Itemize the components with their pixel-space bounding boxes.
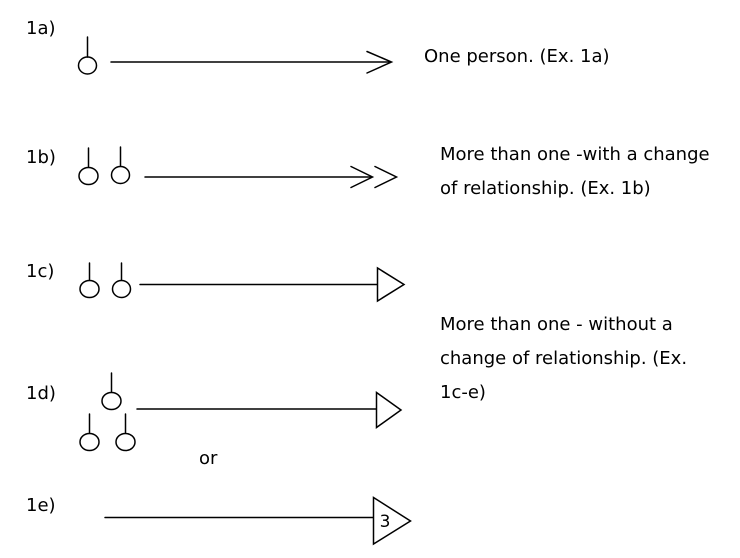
caption-line: change of relationship. (Ex. xyxy=(440,348,688,369)
person-head-icon xyxy=(101,391,122,411)
person-head-icon xyxy=(115,432,136,452)
triangle-count-number: 3 xyxy=(380,512,391,532)
person-head-icon xyxy=(110,165,131,185)
caption-1c-e: More than one - without a change of rela… xyxy=(440,308,687,410)
open-triangle-arrowhead-icon xyxy=(372,496,412,546)
caption-line: One person. (Ex. 1a) xyxy=(424,46,610,67)
open-triangle-arrowhead-icon xyxy=(376,266,406,303)
person-head-icon xyxy=(111,279,132,299)
row-1b-symbol xyxy=(78,146,399,189)
person-head-icon xyxy=(78,166,99,186)
row-1e-label: 1e) xyxy=(26,495,56,516)
row-1e-symbol: 3 xyxy=(104,496,412,546)
row-1a-label: 1a) xyxy=(26,18,56,39)
caption-line: More than one - without a xyxy=(440,314,673,335)
person-head-icon xyxy=(79,432,100,452)
chevron-arrowhead-icon xyxy=(350,165,375,189)
row-1c-symbol xyxy=(79,262,406,303)
row-1d-label: 1d) xyxy=(26,383,56,404)
row-1c-label: 1c) xyxy=(26,261,55,282)
row-1b-label: 1b) xyxy=(26,147,56,168)
caption-line: More than one -with a change xyxy=(440,144,710,165)
caption-line: 1c-e) xyxy=(440,382,486,403)
row-1d-symbol xyxy=(79,372,403,452)
or-connector-label: or xyxy=(199,448,218,469)
open-triangle-arrowhead-icon xyxy=(375,391,403,429)
person-head-icon xyxy=(77,56,98,75)
person-head-icon xyxy=(79,279,100,299)
chevron-arrowhead-icon xyxy=(374,165,399,189)
caption-line: of relationship. (Ex. 1b) xyxy=(440,178,651,199)
row-1a-symbol xyxy=(77,36,394,75)
caption-1a: One person. (Ex. 1a) xyxy=(424,40,610,74)
caption-1b: More than one -with a change of relation… xyxy=(440,138,710,206)
chevron-arrowhead-icon xyxy=(366,50,394,74)
